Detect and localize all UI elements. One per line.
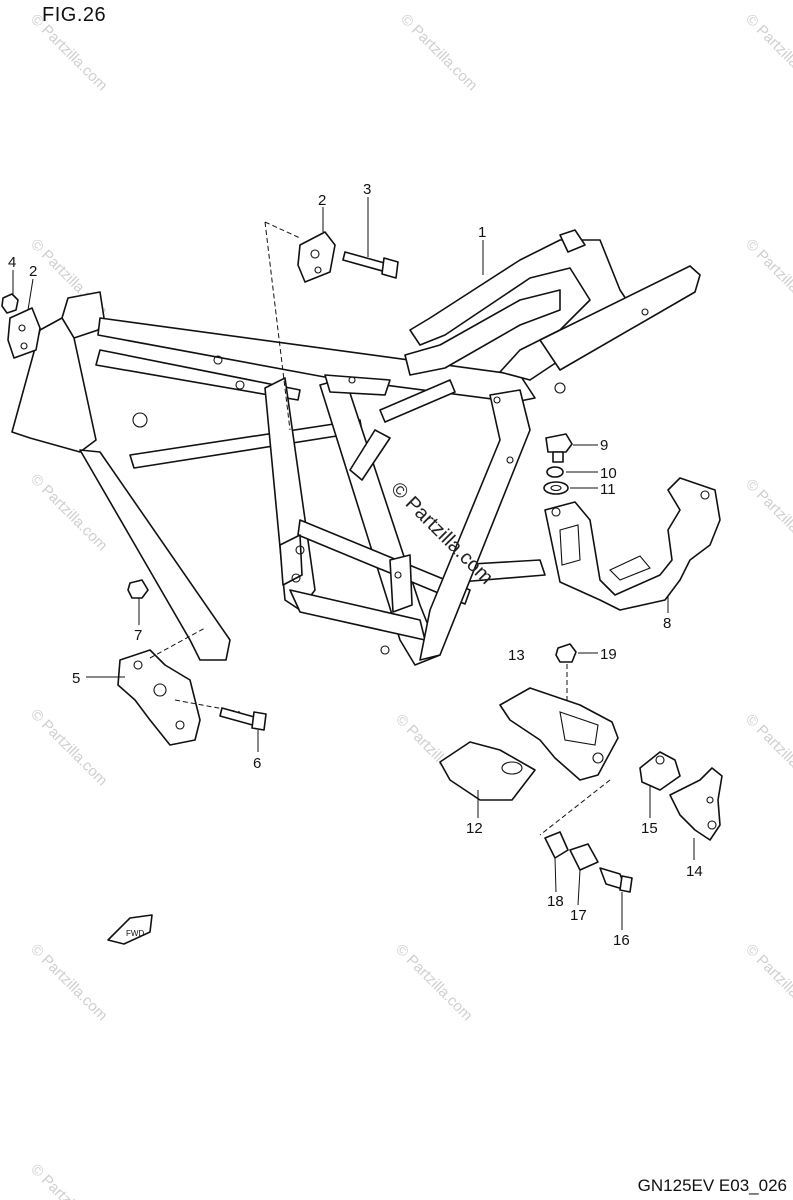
engine-bracket-upper <box>297 231 336 283</box>
callout-15: 15 <box>641 820 658 837</box>
rubber-pad-12 <box>439 741 536 801</box>
watermark-text: © Partzilla.com <box>27 706 110 789</box>
watermark-text: © Partzilla.com <box>27 11 110 94</box>
callout-19: 19 <box>600 646 617 663</box>
spacer-18 <box>544 831 569 859</box>
damper-15 <box>639 751 681 791</box>
callout-17: 17 <box>570 907 587 924</box>
nut-4 <box>1 293 19 314</box>
collar-17 <box>569 843 599 871</box>
callout-18: 18 <box>547 893 564 910</box>
callout-1: 1 <box>478 224 486 241</box>
callout-2: 2 <box>318 192 326 209</box>
leader-lines <box>12 197 695 930</box>
watermark-text: © Partzilla.com <box>742 476 793 559</box>
bolt-3 <box>342 251 399 279</box>
engine-mount-bracket <box>117 649 201 746</box>
watermark-text: © Partzilla.com <box>742 711 793 794</box>
nut-7 <box>127 579 149 599</box>
bolt-9 <box>545 433 573 463</box>
assembly-dashed-line <box>539 779 611 836</box>
callout-12: 12 <box>466 820 483 837</box>
callout-4: 4 <box>8 254 16 271</box>
callout-11: 11 <box>600 481 616 498</box>
watermark-text: © Partzilla.com <box>392 941 475 1024</box>
callout-labels: 1 2 3 4 2 5 6 7 8 9 10 11 13 19 12 15 14… <box>8 181 703 949</box>
bolt-6 <box>219 707 267 731</box>
watermark-text: © Partzilla.com <box>742 236 793 319</box>
callout-16: 16 <box>613 932 630 949</box>
forward-arrow-icon: FWD <box>107 914 153 945</box>
forward-arrow-label: FWD <box>126 929 144 938</box>
callout-3: 3 <box>363 181 371 198</box>
callout-8: 8 <box>663 615 671 632</box>
assembly-dashed-line <box>149 627 241 713</box>
battery-holder-bracket <box>544 477 721 611</box>
watermark-text: © Partzilla.com <box>397 11 480 94</box>
callout-14: 14 <box>686 863 703 880</box>
frame-body <box>11 229 701 666</box>
watermark-text: © Partzilla.com <box>742 11 793 94</box>
callout-7: 7 <box>134 627 142 644</box>
engine-guard-plate <box>499 687 619 781</box>
figure-title: FIG.26 <box>42 4 107 26</box>
washer-10 <box>546 466 564 478</box>
callout-13: 13 <box>508 647 525 664</box>
callout-5: 5 <box>72 670 80 687</box>
callout-2: 2 <box>29 263 37 280</box>
bracket-14 <box>669 767 723 841</box>
nut-19 <box>555 643 577 663</box>
watermark-text: © Partzilla.com <box>27 471 110 554</box>
cushion-11 <box>543 481 569 495</box>
callout-10: 10 <box>600 465 617 482</box>
assembly-dashed-line <box>264 221 301 431</box>
watermark-text: © Partzilla.com <box>742 941 793 1024</box>
callout-6: 6 <box>253 755 261 772</box>
diagram-code: GN125EV E03_026 <box>637 1176 787 1195</box>
engine-bracket-left <box>7 307 41 359</box>
bolt-16 <box>599 867 633 893</box>
watermark-text: © Partzilla.com <box>27 1161 110 1200</box>
callout-9: 9 <box>600 437 608 454</box>
watermark-text: © Partzilla.com <box>27 941 110 1024</box>
